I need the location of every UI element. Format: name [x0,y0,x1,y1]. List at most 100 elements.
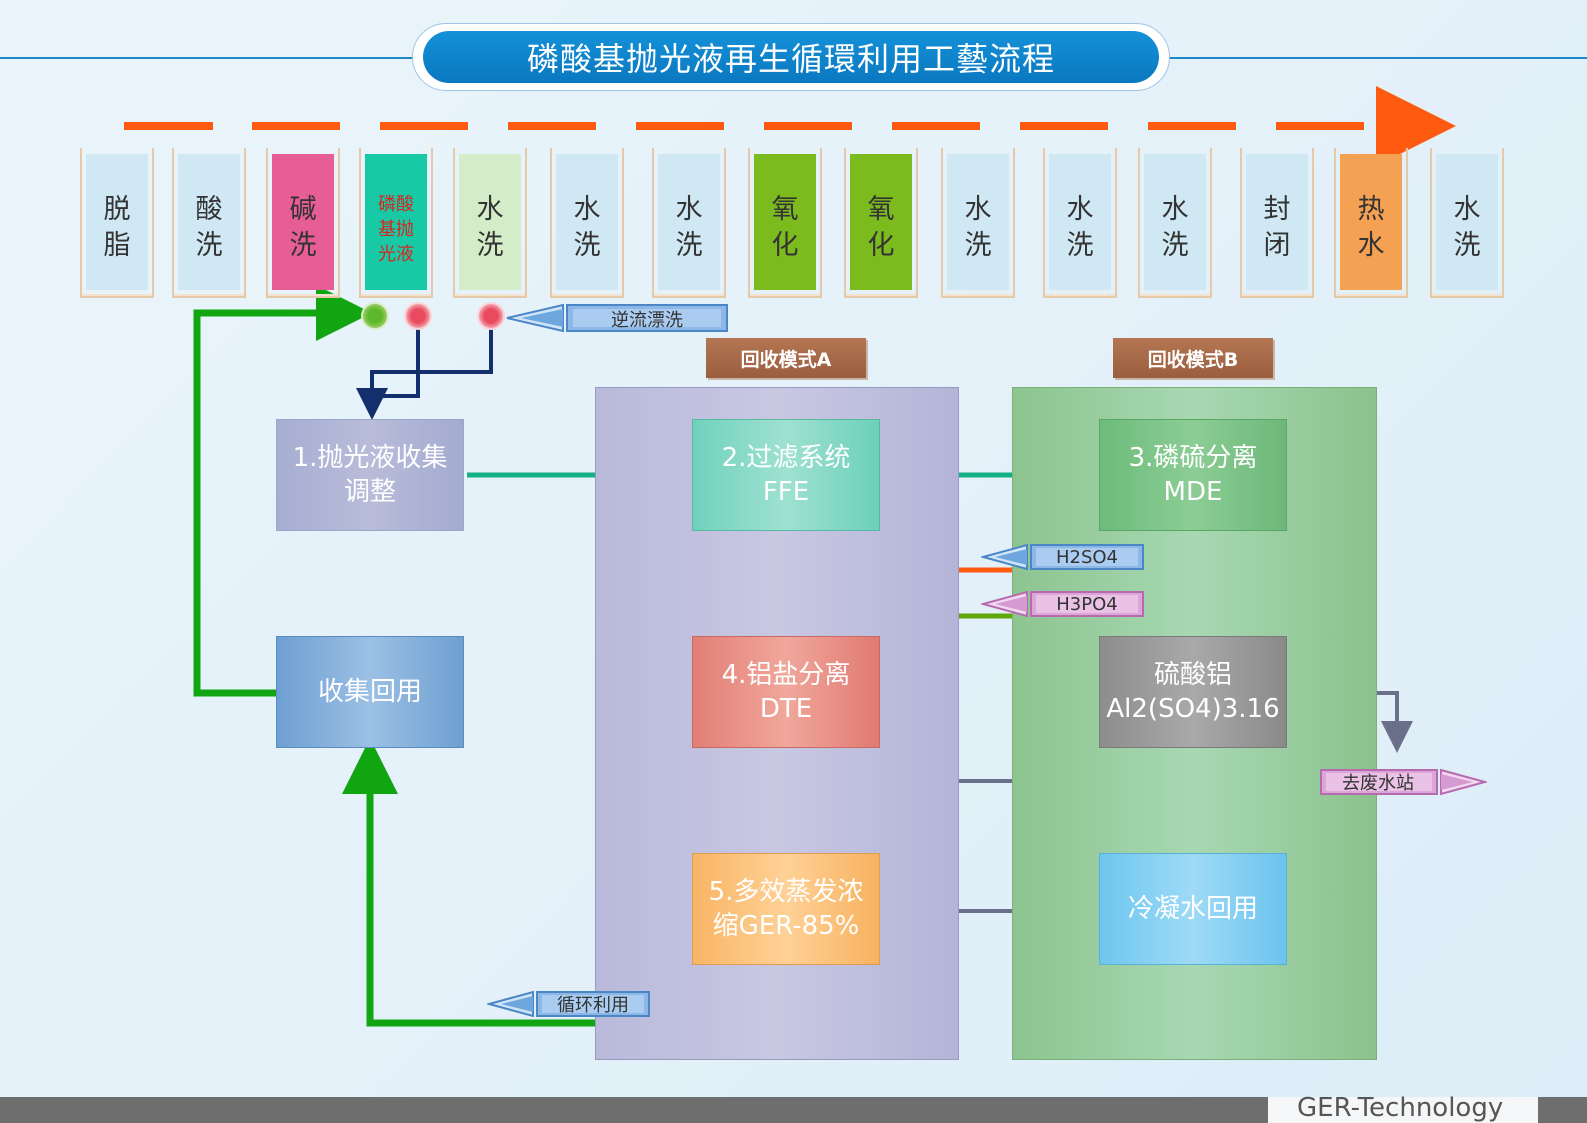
box-evaporation: 5.多效蒸发浓 缩GER-85% [692,853,880,965]
tank-fill [1436,154,1498,290]
collection-lines [356,326,493,420]
tank-fill [556,154,618,290]
tank-fill [272,154,334,290]
tank-fill [86,154,148,290]
tank: 酸洗 [172,148,246,298]
tank-label: 水洗 [1140,192,1210,264]
tank-label-line: 洗 [573,230,601,261]
tank-label: 磷酸基抛光液 [361,192,431,267]
tank-label-line: 氧 [771,194,799,225]
tank-label-line: 水 [1357,230,1385,261]
h2so4-tag [981,543,1144,571]
tank: 磷酸基抛光液 [359,148,433,298]
tank-label: 热水 [1336,192,1406,264]
tank: 氧化 [748,148,822,298]
tank-label: 水洗 [552,192,622,264]
tank: 水洗 [652,148,726,298]
box-dte: 4.铝盐分离 DTE [692,636,880,748]
recycle-tag [487,990,650,1018]
tank-label-line: 化 [867,230,895,261]
box-aluminium-sulfate: 硫酸铝 Al2(SO4)3.16 [1099,636,1287,748]
outlet-dot-green [361,302,389,330]
tank: 碱洗 [266,148,340,298]
h2so4-label: H2SO4 [1055,546,1119,568]
tank-fill [1144,154,1206,290]
reuse-return-line [193,285,372,697]
h3po4-label: H3PO4 [1056,593,1118,615]
tank-fill [658,154,720,290]
tank-label-line: 脱 [103,194,131,225]
countercurrent-label: 逆流漂洗 [611,310,683,331]
tank: 水洗 [941,148,1015,298]
tank-label-line: 洗 [964,230,992,261]
recovery-mode-a-label: 回收模式A [706,338,866,378]
tank-label-line: 洗 [289,230,317,261]
tank-label-line: 脂 [103,230,131,261]
tank-label-line: 水 [675,194,703,225]
tank-label: 碱洗 [268,192,338,264]
recycle-label: 循环利用 [557,995,629,1016]
footer-brand: GER-Technology [1297,1093,1504,1123]
tank-label-line: 酸 [195,194,223,225]
tank-label: 水洗 [943,192,1013,264]
tank-label: 氧化 [750,192,820,264]
outlet-dot-red [404,302,432,330]
tank-label-line: 封 [1263,194,1291,225]
footer-gap [1268,1097,1538,1123]
tank-label-line: 水 [964,194,992,225]
tank-label: 水洗 [455,192,525,264]
tank: 水洗 [550,148,624,298]
tank-fill [459,154,521,290]
tank-label-line: 洗 [675,230,703,261]
tank-fill [850,154,912,290]
tank-label-line: 洗 [1453,230,1481,261]
tank-label: 氧化 [846,192,916,264]
tank: 热水 [1334,148,1408,298]
tank-fill [1049,154,1111,290]
tank: 水洗 [1430,148,1504,298]
tank: 水洗 [453,148,527,298]
tank-label: 酸洗 [174,192,244,264]
tank-label: 封闭 [1242,192,1312,264]
tank-label-line: 光液 [378,244,414,265]
tank-label-line: 基抛 [378,219,414,240]
box-filter-ffe: 2.过滤系统 FFE [692,419,880,531]
tank: 水洗 [1043,148,1117,298]
waste-label: 去废水站 [1342,773,1414,794]
tank-label-line: 化 [771,230,799,261]
countercurrent-tag [506,303,728,333]
tank-label-line: 热 [1357,194,1385,225]
tank: 封闭 [1240,148,1314,298]
tank-fill [947,154,1009,290]
box-mde: 3.磷硫分离 MDE [1099,419,1287,531]
outlet-dot-red [477,302,505,330]
box-condensate: 冷凝水回用 [1099,853,1287,965]
tank-label: 水洗 [1432,192,1502,264]
box-reuse: 收集回用 [276,636,464,748]
waste-tag [1320,768,1487,796]
tank-label-line: 洗 [1066,230,1094,261]
tank-label: 脱脂 [82,192,152,264]
tank-fill [1340,154,1402,290]
tank: 脱脂 [80,148,154,298]
tank-label-line: 闭 [1263,230,1291,261]
tank-label-line: 水 [1161,194,1189,225]
tank-label-line: 氧 [867,194,895,225]
box-polish-collect: 1.抛光液收集 调整 [276,419,464,531]
tank-fill [178,154,240,290]
tank-label-line: 水 [1066,194,1094,225]
tank-fill [365,154,427,290]
tank-label-line: 水 [1453,194,1481,225]
tank-label-line: 磷酸 [378,194,414,215]
recovery-mode-b-label: 回收模式B [1113,338,1273,378]
tank-label-line: 洗 [195,230,223,261]
tank-label-line: 水 [573,194,601,225]
tank-label-line: 碱 [289,194,317,225]
tank-fill [754,154,816,290]
tank-label-line: 洗 [1161,230,1189,261]
h3po4-tag [981,590,1144,618]
tank-label-line: 洗 [476,230,504,261]
tank: 氧化 [844,148,918,298]
page-title: 磷酸基抛光液再生循環利用工藝流程 [423,31,1159,83]
tank: 水洗 [1138,148,1212,298]
